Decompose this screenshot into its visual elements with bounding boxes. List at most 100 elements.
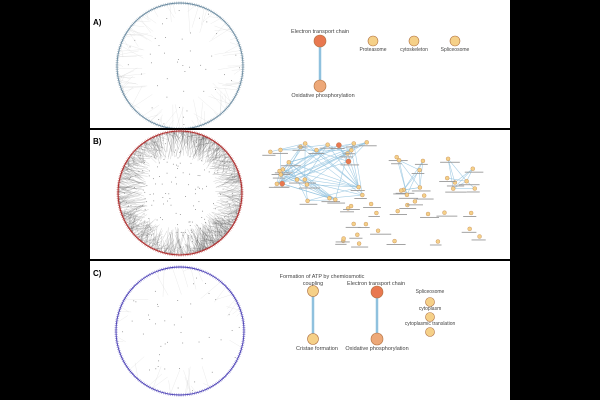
network-edge (230, 221, 234, 225)
network-edge (184, 380, 188, 395)
network-edge (125, 162, 146, 165)
network-node (191, 231, 192, 233)
network-edge (214, 50, 242, 55)
network-node (185, 231, 186, 233)
network-edge (201, 7, 205, 26)
network-node (215, 141, 218, 145)
network-node (188, 184, 190, 186)
network-node (218, 143, 221, 147)
network-edge (419, 160, 424, 188)
network-node (128, 205, 129, 207)
network-node (216, 33, 218, 35)
network-edge (141, 232, 146, 242)
network-node (199, 390, 201, 394)
network-node (229, 204, 230, 206)
network-edge (139, 145, 147, 158)
network-node (241, 341, 245, 343)
network-edge (228, 167, 237, 178)
network-node (168, 2, 170, 6)
network-node (149, 120, 152, 124)
network-node (135, 282, 138, 286)
network-edge (224, 162, 234, 172)
network-edge (191, 132, 193, 143)
network-edge (180, 246, 184, 256)
network-node (333, 197, 338, 202)
network-node (193, 131, 195, 135)
node-label-line (335, 241, 350, 243)
network-edge (123, 166, 130, 170)
network-edge (168, 249, 178, 255)
network-node (239, 181, 243, 183)
network-node (364, 140, 369, 145)
node-spliceosome (449, 35, 461, 47)
network-edge (210, 231, 214, 246)
network-node (172, 163, 174, 165)
network-node (188, 221, 190, 223)
network-edge (117, 74, 131, 80)
network-node (198, 4, 201, 8)
network-node (212, 243, 215, 247)
network-edge (226, 178, 241, 182)
panel-a-label: A) (93, 18, 102, 27)
network-edge (125, 33, 149, 35)
node-label-line (343, 209, 360, 210)
network-node (163, 267, 165, 271)
network-edge (217, 158, 232, 168)
network-node (161, 147, 163, 148)
network-node (396, 158, 402, 163)
network-node (142, 241, 145, 245)
network-node (122, 219, 126, 222)
network-node (186, 110, 188, 112)
network-node (167, 341, 168, 343)
network-node (141, 381, 144, 385)
network-node (130, 177, 132, 178)
network-node (146, 185, 148, 187)
network-node (159, 354, 160, 356)
network-edge (226, 306, 241, 311)
network-node (231, 173, 232, 175)
network-edge (131, 219, 136, 233)
network-node (177, 300, 179, 301)
network-edge (208, 96, 231, 105)
network-node (355, 232, 360, 237)
network-node (118, 206, 122, 208)
network-edge (304, 179, 359, 188)
network-node (194, 381, 196, 383)
network-edge (229, 340, 242, 348)
network-node (168, 266, 170, 270)
network-edge (192, 228, 208, 249)
network-node (118, 45, 122, 48)
network-node (199, 268, 201, 272)
network-node (162, 140, 164, 142)
network-node (200, 269, 203, 273)
network-edge (193, 236, 206, 250)
network-node (193, 3, 195, 7)
node-label-line (292, 149, 306, 151)
network-node (189, 173, 191, 175)
network-node (303, 141, 308, 146)
network-node (219, 194, 221, 196)
network-edge (118, 187, 142, 189)
network-edge (143, 14, 157, 24)
network-edge (129, 221, 149, 229)
network-node (445, 175, 450, 181)
network-node (225, 151, 229, 154)
node-label-line (274, 172, 293, 174)
network-node (197, 124, 199, 128)
network-node (237, 173, 241, 175)
network-edge (142, 105, 160, 117)
network-node (140, 14, 143, 18)
network-node (131, 373, 135, 376)
node-label-line (393, 193, 407, 195)
network-node (143, 213, 145, 215)
network-node (216, 381, 219, 385)
network-edge (217, 215, 226, 235)
network-edge (210, 18, 222, 24)
network-edge (172, 267, 182, 295)
network-edge (122, 204, 142, 218)
network-node (183, 116, 184, 118)
network-edge (130, 217, 136, 231)
network-node (231, 160, 235, 162)
network-node (349, 148, 354, 153)
network-edge (128, 29, 153, 37)
